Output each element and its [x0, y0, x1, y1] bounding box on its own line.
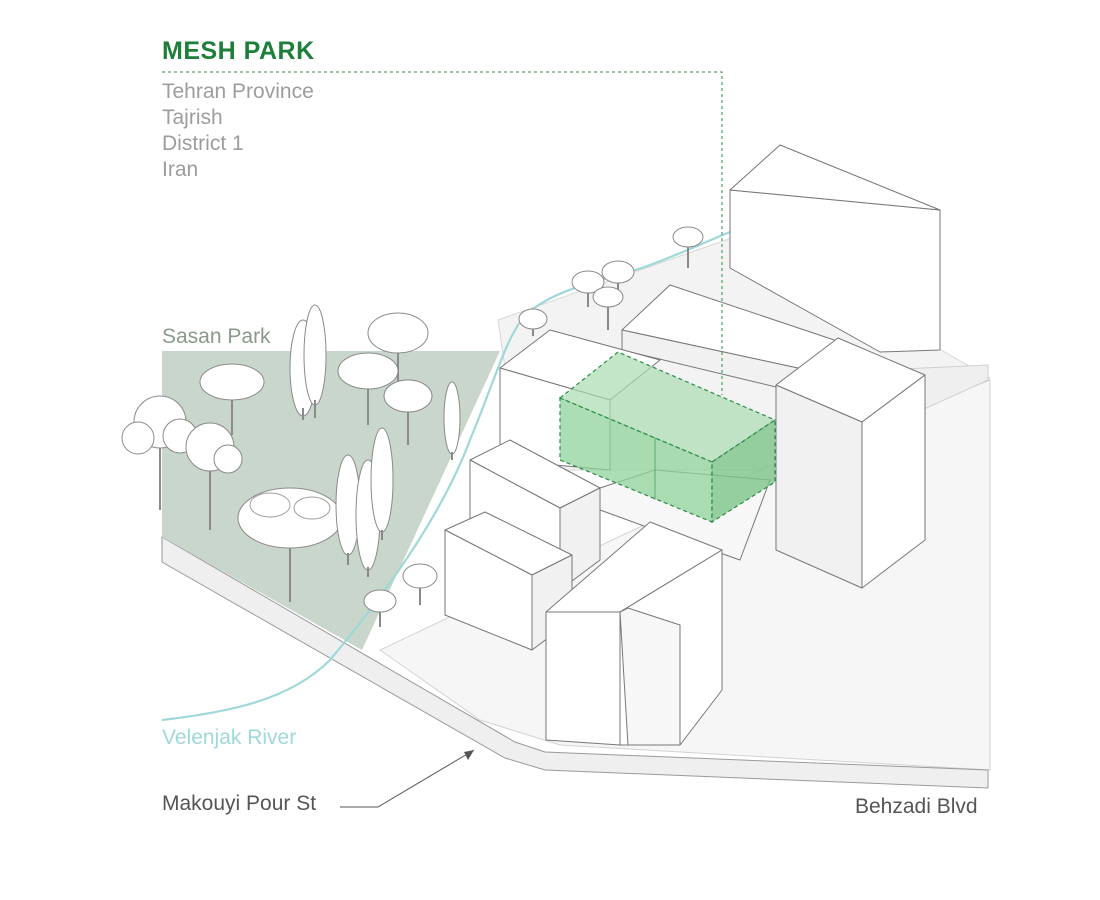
- tree-20: [672, 226, 704, 268]
- tree-6: [303, 304, 327, 418]
- tree-10: [443, 381, 461, 460]
- tree-3: [199, 363, 265, 435]
- address-line: Tajrish: [162, 106, 223, 129]
- address-line: District 1: [162, 132, 244, 155]
- leaders: [162, 71, 723, 808]
- tree-17: [571, 270, 605, 307]
- tree-19: [592, 286, 624, 330]
- tree-13: [370, 427, 394, 540]
- building-left-low: [444, 511, 573, 651]
- tree-14: [363, 589, 397, 627]
- project-address: Tehran Province Tajrish District 1 Iran: [162, 79, 314, 183]
- tree-2: [185, 422, 243, 530]
- tree-1: [121, 395, 198, 510]
- tree-16: [518, 308, 548, 336]
- river-label: Velenjak River: [162, 726, 297, 749]
- tree-4: [237, 487, 343, 602]
- trees: [121, 226, 704, 627]
- street-label: Makouyi Pour St: [162, 792, 317, 815]
- tree-15: [402, 563, 438, 605]
- project-title: MESH PARK: [162, 37, 315, 65]
- title-leader-line: [162, 71, 723, 395]
- address-line: Tehran Province: [162, 80, 314, 103]
- arrowhead-icon: [464, 750, 474, 760]
- building-front: [545, 521, 723, 746]
- street-leader-arrow: [340, 749, 475, 808]
- buildings: [444, 144, 941, 746]
- velenjak-river: [161, 230, 731, 722]
- address-line: Iran: [162, 158, 199, 181]
- building-tall-back: [729, 144, 941, 353]
- park-label: Sasan Park: [162, 325, 271, 348]
- building-right-tower: [775, 337, 926, 589]
- tree-7: [367, 312, 429, 385]
- tree-9: [383, 379, 433, 445]
- tree-8: [337, 352, 399, 425]
- mesh-park-volume: [558, 351, 777, 524]
- street-strips: [161, 536, 989, 789]
- boulevard-label: Behzadi Blvd: [855, 795, 978, 818]
